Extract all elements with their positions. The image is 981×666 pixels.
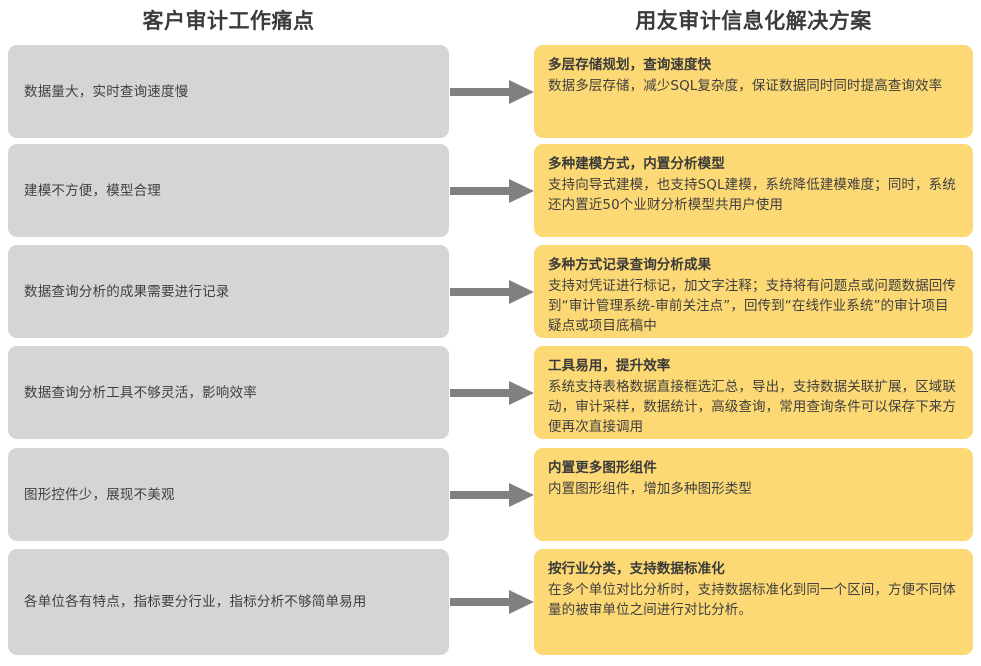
pain-point-text: 图形控件少，展现不美观 <box>24 486 175 503</box>
right-arrow-icon <box>450 279 534 305</box>
right-arrow-icon <box>450 178 534 204</box>
solution-description: 支持向导式建模，也支持SQL建模，系统降低建模难度；同时，系统还内置近50个业财… <box>548 177 956 213</box>
comparison-row: 数据查询分析的成果需要进行记录 多种方式记录查询分析成果 支持对凭证进行标记，加… <box>0 245 981 338</box>
right-arrow-icon <box>450 589 534 615</box>
solution-description: 系统支持表格数据直接框选汇总，导出，支持数据关联扩展，区域联动，审计采样，数据统… <box>548 379 956 435</box>
solution-title: 多种建模方式，内置分析模型 <box>548 156 725 172</box>
right-arrow-icon <box>450 79 534 105</box>
solution-description: 支持对凭证进行标记，加文字注释；支持将有问题点或问题数据回传到“审计管理系统-审… <box>548 278 956 334</box>
pain-point-text: 各单位各有特点，指标要分行业，指标分析不够简单易用 <box>24 594 367 610</box>
solution-title: 内置更多图形组件 <box>548 460 657 476</box>
solution-box[interactable]: 多种方式记录查询分析成果 支持对凭证进行标记，加文字注释；支持将有问题点或问题数… <box>534 245 973 338</box>
pain-point-text: 数据查询分析的成果需要进行记录 <box>24 283 230 300</box>
solution-description: 数据多层存储，减少SQL复杂度，保证数据同时同时提高查询效率 <box>548 78 943 94</box>
solution-box[interactable]: 多层存储规划，查询速度快 数据多层存储，减少SQL复杂度，保证数据同时同时提高查… <box>534 45 973 138</box>
pain-point-box[interactable]: 建模不方便，模型合理 <box>8 144 449 237</box>
solution-box[interactable]: 内置更多图形组件 内置图形组件，增加多种图形类型 <box>534 448 973 541</box>
comparison-row: 数据量大，实时查询速度慢 多层存储规划，查询速度快 数据多层存储，减少SQL复杂… <box>0 45 981 138</box>
pain-point-box[interactable]: 图形控件少，展现不美观 <box>8 448 449 541</box>
right-arrow-icon <box>450 482 534 508</box>
row-list: 数据量大，实时查询速度慢 多层存储规划，查询速度快 数据多层存储，减少SQL复杂… <box>0 45 981 656</box>
pain-point-box[interactable]: 数据查询分析工具不够灵活，影响效率 <box>8 346 449 439</box>
left-column-heading: 客户审计工作痛点 <box>142 9 315 33</box>
solution-title: 工具易用，提升效率 <box>548 358 671 374</box>
solution-description: 内置图形组件，增加多种图形类型 <box>548 481 752 497</box>
solution-title: 按行业分类，支持数据标准化 <box>548 561 725 577</box>
solution-description: 在多个单位对比分析时，支持数据标准化到同一个区间，方便不同体量的被审单位之间进行… <box>548 582 956 618</box>
comparison-row: 建模不方便，模型合理 多种建模方式，内置分析模型 支持向导式建模，也支持SQL建… <box>0 144 981 237</box>
right-column-heading: 用友审计信息化解决方案 <box>635 9 872 33</box>
pain-point-text: 建模不方便，模型合理 <box>24 182 161 199</box>
pain-point-box[interactable]: 数据查询分析的成果需要进行记录 <box>8 245 449 338</box>
right-arrow-icon <box>450 380 534 406</box>
comparison-row: 各单位各有特点，指标要分行业，指标分析不够简单易用 按行业分类，支持数据标准化 … <box>0 549 981 655</box>
solution-box[interactable]: 多种建模方式，内置分析模型 支持向导式建模，也支持SQL建模，系统降低建模难度；… <box>534 144 973 237</box>
comparison-row: 图形控件少，展现不美观 内置更多图形组件 内置图形组件，增加多种图形类型 <box>0 448 981 541</box>
pain-point-text: 数据量大，实时查询速度慢 <box>24 83 189 100</box>
solution-box[interactable]: 工具易用，提升效率 系统支持表格数据直接框选汇总，导出，支持数据关联扩展，区域联… <box>534 346 973 439</box>
solution-box[interactable]: 按行业分类，支持数据标准化 在多个单位对比分析时，支持数据标准化到同一个区间，方… <box>534 549 973 655</box>
pain-point-box[interactable]: 各单位各有特点，指标要分行业，指标分析不够简单易用 <box>8 549 449 655</box>
pain-point-text: 数据查询分析工具不够灵活，影响效率 <box>24 384 257 401</box>
pain-point-box[interactable]: 数据量大，实时查询速度慢 <box>8 45 449 138</box>
solution-title: 多种方式记录查询分析成果 <box>548 257 712 273</box>
solution-title: 多层存储规划，查询速度快 <box>548 57 712 73</box>
comparison-row: 数据查询分析工具不够灵活，影响效率 工具易用，提升效率 系统支持表格数据直接框选… <box>0 346 981 439</box>
